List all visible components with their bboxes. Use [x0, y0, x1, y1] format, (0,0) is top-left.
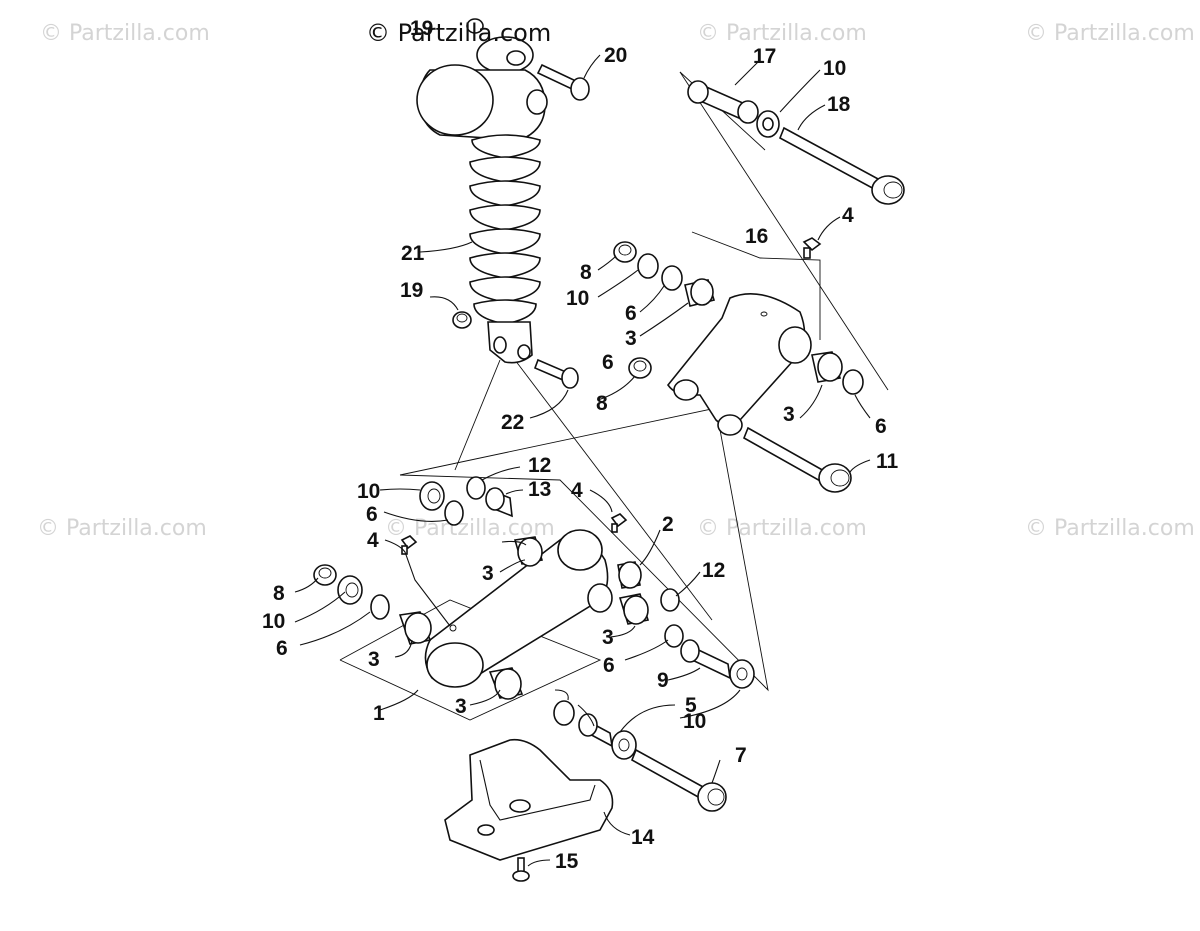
watermark-text: © Partzilla.com — [40, 21, 210, 46]
ring-6-link — [661, 265, 683, 291]
bolt-20 — [536, 63, 590, 101]
callout-14: 14 — [631, 826, 655, 849]
callout-6: 6 — [276, 637, 288, 660]
callout-10: 10 — [823, 57, 846, 80]
callout-3: 3 — [625, 327, 637, 350]
bearing-3-left — [398, 611, 432, 645]
callout-16: 16 — [745, 225, 768, 248]
callout-6: 6 — [602, 351, 614, 374]
callout-12: 12 — [702, 559, 725, 582]
callout-10: 10 — [683, 710, 706, 733]
callout-21: 21 — [401, 242, 425, 265]
bushing-top — [466, 18, 484, 34]
watermark-text: © Partzilla.com — [1025, 21, 1195, 46]
bearing-3-upper — [617, 561, 642, 589]
callout-18: 18 — [827, 93, 851, 116]
coil-spring — [469, 134, 541, 325]
ring-12-right — [660, 588, 680, 612]
leader-lines — [294, 54, 871, 867]
callout-9: 9 — [657, 669, 669, 692]
callout-8: 8 — [580, 261, 592, 284]
ring-6-left — [370, 594, 390, 620]
ring-6-right — [842, 369, 864, 395]
watermark-layer: © Partzilla.com © Partzilla.com © Partzi… — [37, 21, 1195, 541]
sleeve-5 — [578, 713, 614, 748]
callout-13: 13 — [528, 478, 551, 501]
callout-6: 6 — [366, 503, 378, 526]
cap-8-left — [313, 564, 337, 586]
callout-3: 3 — [455, 695, 467, 718]
watermark-text: © Partzilla.com — [697, 516, 867, 541]
callout-1: 1 — [373, 702, 385, 725]
washer-10-left — [337, 575, 363, 605]
callout-20: 20 — [604, 44, 627, 67]
shock-absorber — [416, 36, 548, 364]
callout-4: 4 — [367, 529, 379, 552]
callout-22: 22 — [501, 411, 524, 434]
callout-19: 19 — [400, 279, 423, 302]
ring-6-mid — [444, 500, 464, 526]
washer-10-mid — [419, 481, 445, 511]
arm-1 — [424, 529, 613, 688]
callout-8: 8 — [596, 392, 608, 415]
callout-10: 10 — [262, 610, 285, 633]
ring-12-top — [466, 476, 486, 500]
bearing-3-right — [811, 351, 843, 383]
bearing-3-right-arm — [618, 593, 650, 625]
washer-10-link — [637, 253, 659, 279]
bolt-22 — [533, 358, 579, 389]
watermark-text: © Partzilla.com — [37, 516, 207, 541]
callout-3: 3 — [482, 562, 494, 585]
bolt-18 — [778, 126, 905, 205]
cap-8-link — [628, 357, 652, 379]
ring-6-arm — [664, 624, 684, 648]
grease-fitting-left — [400, 535, 418, 555]
callout-3: 3 — [368, 648, 380, 671]
callout-12: 12 — [528, 454, 551, 477]
ring-6-bottom — [553, 700, 575, 726]
bolt-7 — [630, 748, 727, 812]
bracket-14 — [444, 738, 614, 861]
top-watermark: © Partzilla.com — [366, 19, 551, 47]
washer-10-arm — [729, 659, 755, 689]
callout-11: 11 — [876, 450, 899, 473]
callout-6: 6 — [625, 302, 637, 325]
callout-3: 3 — [602, 626, 614, 649]
grease-fitting-top — [802, 237, 822, 259]
callout-19: 19 — [410, 17, 433, 40]
callout-labels: 1 2 3 3 3 3 3 3 4 4 4 5 6 6 6 6 6 6 7 8 … — [262, 17, 899, 873]
link-16 — [666, 292, 812, 436]
bolt-11 — [742, 426, 852, 493]
callout-8: 8 — [273, 582, 285, 605]
washer-10-top — [756, 110, 780, 138]
washer-10-bottom — [611, 730, 637, 760]
callout-4: 4 — [571, 479, 583, 502]
callout-6: 6 — [875, 415, 887, 438]
bearing-3-bottom — [488, 667, 524, 700]
bearing-3-link — [684, 278, 716, 307]
callout-10: 10 — [357, 480, 380, 503]
callout-7: 7 — [735, 744, 747, 767]
callout-2: 2 — [662, 513, 674, 536]
callout-6: 6 — [603, 654, 615, 677]
callout-5: 5 — [685, 694, 697, 717]
callout-4: 4 — [842, 204, 854, 227]
callout-10: 10 — [566, 287, 589, 310]
watermark-text: © Partzilla.com — [697, 21, 867, 46]
watermark-text: © Partzilla.com — [1025, 516, 1195, 541]
cap-8-top — [613, 241, 637, 263]
grease-fitting-mid — [610, 513, 628, 533]
callout-3: 3 — [783, 403, 795, 426]
callout-15: 15 — [555, 850, 579, 873]
bushing-lower — [452, 311, 472, 329]
callout-17: 17 — [753, 45, 776, 68]
sleeve-17 — [687, 80, 759, 124]
screw-15 — [512, 857, 530, 882]
sleeve-13 — [485, 487, 513, 518]
sleeve-9 — [680, 639, 732, 680]
bearing-3-mid — [513, 536, 544, 567]
